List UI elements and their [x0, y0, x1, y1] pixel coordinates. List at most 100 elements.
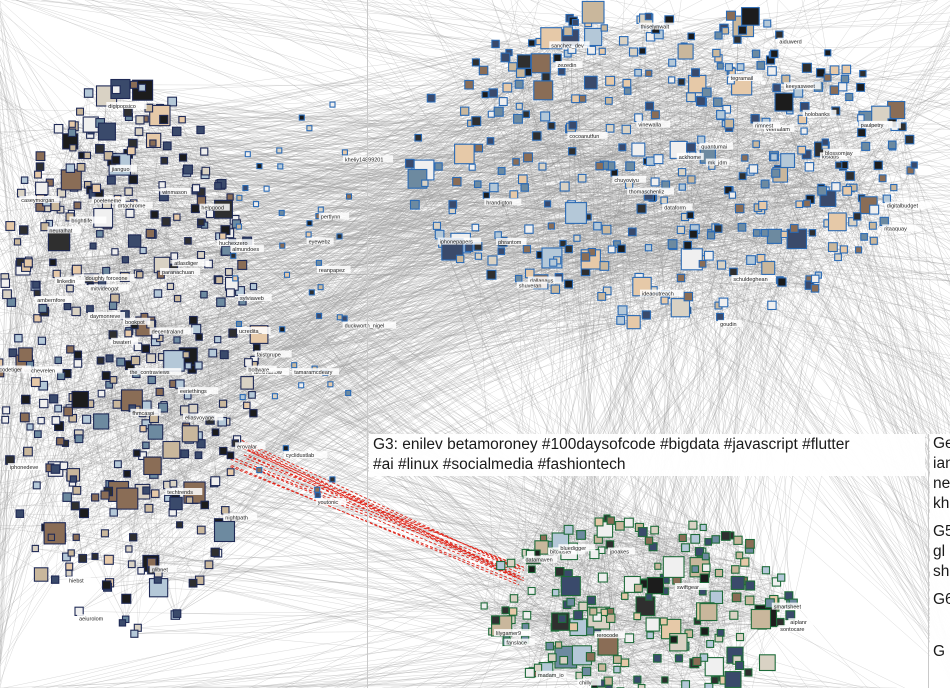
node-label-bg: [254, 350, 292, 358]
node: [722, 104, 732, 114]
node: [39, 398, 49, 409]
node: [868, 221, 877, 230]
node: [720, 531, 731, 541]
node-label-bg: [674, 583, 709, 590]
node: [134, 127, 144, 136]
node: [96, 230, 104, 238]
node: [306, 125, 313, 132]
node-label-bg: [69, 216, 107, 224]
node: [660, 296, 669, 305]
node: [784, 591, 794, 601]
node: [213, 520, 236, 543]
node: [219, 232, 227, 240]
node: [595, 161, 604, 171]
node: [109, 508, 118, 517]
node-label: madam_io: [538, 673, 564, 679]
node-label: duckworth_nigel: [345, 324, 385, 330]
node: [829, 65, 840, 76]
node: [162, 141, 172, 151]
node: [699, 573, 710, 584]
node-label-bg: [567, 131, 608, 139]
node: [33, 567, 49, 582]
node: [160, 156, 169, 165]
node-label: goudin: [720, 322, 737, 328]
node-label: wachevrelen: [23, 368, 55, 374]
node: [804, 162, 815, 172]
node: [760, 228, 769, 237]
node: [618, 36, 629, 46]
node-label-bg: [47, 226, 82, 234]
side-label: gl: [933, 543, 946, 560]
node: [559, 239, 567, 248]
node: [54, 404, 63, 413]
node: [71, 264, 82, 275]
node-label: codetiger: [0, 368, 22, 374]
node: [514, 79, 524, 89]
node: [700, 627, 709, 636]
node-label-bg: [527, 276, 562, 284]
node: [766, 228, 783, 244]
node: [224, 268, 233, 276]
edges-bridge: [230, 439, 525, 586]
node-label-bg: [640, 289, 684, 297]
node-label: mk_jdm: [708, 161, 728, 167]
node: [523, 152, 533, 163]
side-label: sh: [933, 563, 950, 580]
node-label: boltware: [248, 368, 269, 374]
node-label: hrandigton: [486, 200, 512, 206]
node-label: huchexzero: [219, 241, 247, 247]
node: [644, 244, 653, 252]
node: [887, 140, 897, 150]
node: [584, 27, 603, 47]
node: [434, 162, 443, 171]
node-label: quantumai: [701, 145, 727, 151]
node-label: glibnet: [152, 568, 169, 574]
node-label: alexmarlow: [254, 370, 282, 376]
node-label-bg: [627, 187, 674, 195]
node: [623, 517, 634, 528]
node-label-bg: [788, 618, 816, 626]
node: [153, 289, 163, 298]
node-label-bg: [237, 327, 271, 334]
node-label: ioslabs: [822, 154, 839, 160]
node: [686, 92, 696, 103]
node-label-bg: [612, 175, 647, 183]
node: [211, 428, 220, 437]
node-label: keeyasweet: [786, 84, 816, 90]
node: [491, 615, 501, 625]
node-label-bg: [306, 237, 334, 245]
node: [618, 143, 627, 152]
node: [171, 126, 182, 137]
node: [530, 53, 551, 74]
node: [277, 163, 284, 170]
node: [124, 329, 133, 338]
node-label: nightpath: [225, 515, 248, 521]
node: [621, 124, 632, 135]
node: [89, 242, 97, 250]
node: [606, 516, 615, 525]
node: [674, 654, 683, 663]
node-label-bg: [608, 547, 636, 555]
node: [622, 78, 632, 88]
node-label: faistgrupe: [257, 353, 281, 359]
node: [82, 414, 92, 424]
node: [668, 58, 677, 67]
node: [190, 204, 200, 214]
node-label-bg: [516, 281, 548, 289]
node: [33, 314, 42, 323]
node: [605, 123, 615, 133]
node: [460, 106, 470, 116]
node: [860, 233, 868, 241]
node: [746, 255, 756, 265]
node: [421, 179, 429, 187]
node-label: tegramail: [731, 76, 754, 82]
node: [698, 259, 707, 268]
node-label-bg: [199, 203, 230, 211]
node-label-bg: [577, 678, 602, 686]
node: [51, 416, 61, 425]
node-label: aeiurolom: [79, 616, 104, 622]
node: [14, 333, 23, 343]
node: [565, 202, 587, 224]
node: [341, 315, 348, 322]
node: [676, 225, 686, 235]
